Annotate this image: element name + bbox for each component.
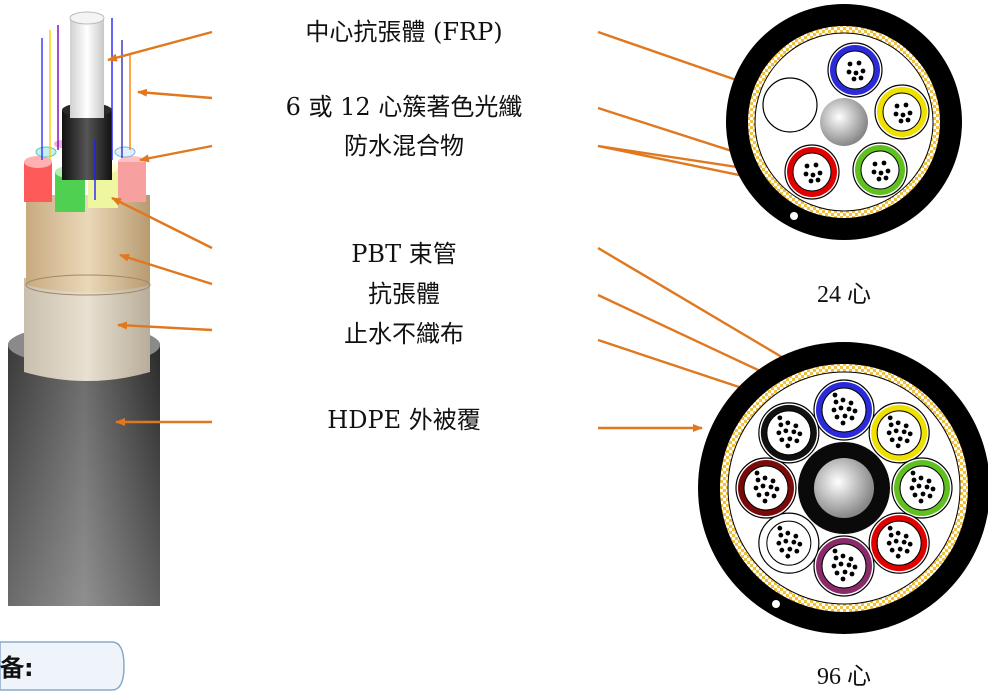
- caption-96: 96 心: [817, 664, 871, 690]
- frp-96: [814, 458, 874, 518]
- tube-blue-96: [813, 379, 875, 441]
- tube-purple-96: [813, 535, 875, 597]
- tube-white-96: [758, 512, 820, 574]
- tube-blue-24: [827, 42, 883, 98]
- tubes-96: [735, 379, 953, 597]
- inner-sheath: [62, 110, 112, 180]
- tube-red-24: [784, 144, 840, 200]
- tube-black-96: [758, 402, 820, 464]
- label-jacket: HDPE 外被覆: [327, 406, 480, 434]
- tube-red-96: [868, 512, 930, 574]
- note-badge-text: 备:: [0, 654, 34, 682]
- cable-cutaway: [8, 11, 160, 606]
- tube-maroon-96: [735, 457, 797, 519]
- label-frp: 中心抗張體 (FRP): [305, 18, 502, 46]
- label-gel: 防水混合物: [344, 132, 464, 160]
- label-strength: 抗張體: [368, 280, 440, 308]
- label-pbt: PBT 束管: [351, 240, 456, 268]
- note-badge: 备:: [0, 641, 125, 691]
- component-labels: 中心抗張體 (FRP) 6 或 12 心簇著色光纖 防水混合物 PBT 束管 抗…: [286, 18, 523, 434]
- frp-24: [820, 98, 868, 146]
- central-frp-rod: [70, 18, 104, 118]
- tubes-24: [762, 42, 930, 200]
- cross-section-24: [726, 4, 962, 240]
- water-blocking-tape-section: [24, 278, 150, 381]
- strength-member-section: [26, 195, 150, 293]
- filler-tube-24: [762, 77, 818, 133]
- caption-24: 24 心: [817, 282, 871, 308]
- label-tape: 止水不織布: [344, 320, 464, 348]
- tube-green-24: [852, 142, 908, 198]
- tube-yellow-96: [868, 402, 930, 464]
- cross-section-96: [698, 342, 988, 634]
- fiber-strands: [41, 18, 131, 200]
- tube-green-96: [891, 457, 953, 519]
- tube-yellow-24: [874, 84, 930, 140]
- label-fiber: 6 或 12 心簇著色光纖: [286, 93, 523, 121]
